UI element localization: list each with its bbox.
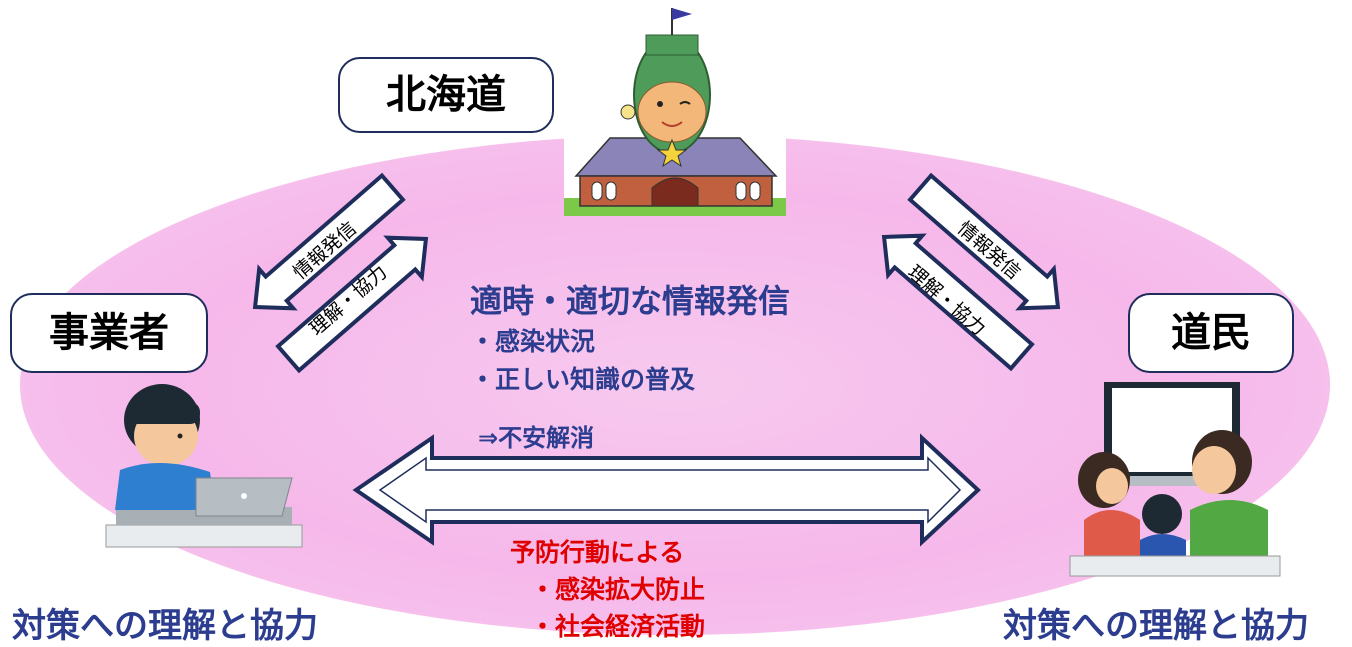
double-arrow-horizontal [352, 433, 981, 547]
family-watching-screen-icon [1069, 382, 1281, 577]
prevention-item-economy: ・社会経済活動 [530, 612, 706, 641]
node-hokkaido-label: 北海道 [386, 72, 506, 118]
center-bullet-infection-status: ・感染状況 [470, 327, 596, 356]
node-hokkaido: 北海道 [338, 57, 554, 133]
center-bullet-knowledge: ・正しい知識の普及 [470, 365, 696, 394]
caption-businesses: 対策への理解と協力 [12, 606, 318, 646]
arrow-info-to-residents [907, 172, 1061, 311]
person-at-laptop-icon [105, 384, 303, 548]
node-residents: 道民 [1128, 293, 1294, 373]
node-residents-label: 道民 [1171, 310, 1251, 356]
prevention-heading: 予防行動による [510, 538, 685, 567]
arrow-info-to-businesses [252, 172, 406, 311]
arrow-cooperation-from-businesses [275, 235, 429, 374]
caption-residents: 対策への理解と協力 [1003, 606, 1309, 646]
node-businesses: 事業者 [10, 293, 208, 373]
prevention-item-spread: ・感染拡大防止 [530, 575, 706, 604]
center-result: ⇒不安解消 [478, 424, 595, 452]
node-businesses-label: 事業者 [49, 310, 169, 356]
arrow-cooperation-from-residents [881, 233, 1035, 372]
center-title: 適時・適切な情報発信 [470, 282, 791, 320]
hokkaido-mascot-building-icon [564, 8, 786, 216]
